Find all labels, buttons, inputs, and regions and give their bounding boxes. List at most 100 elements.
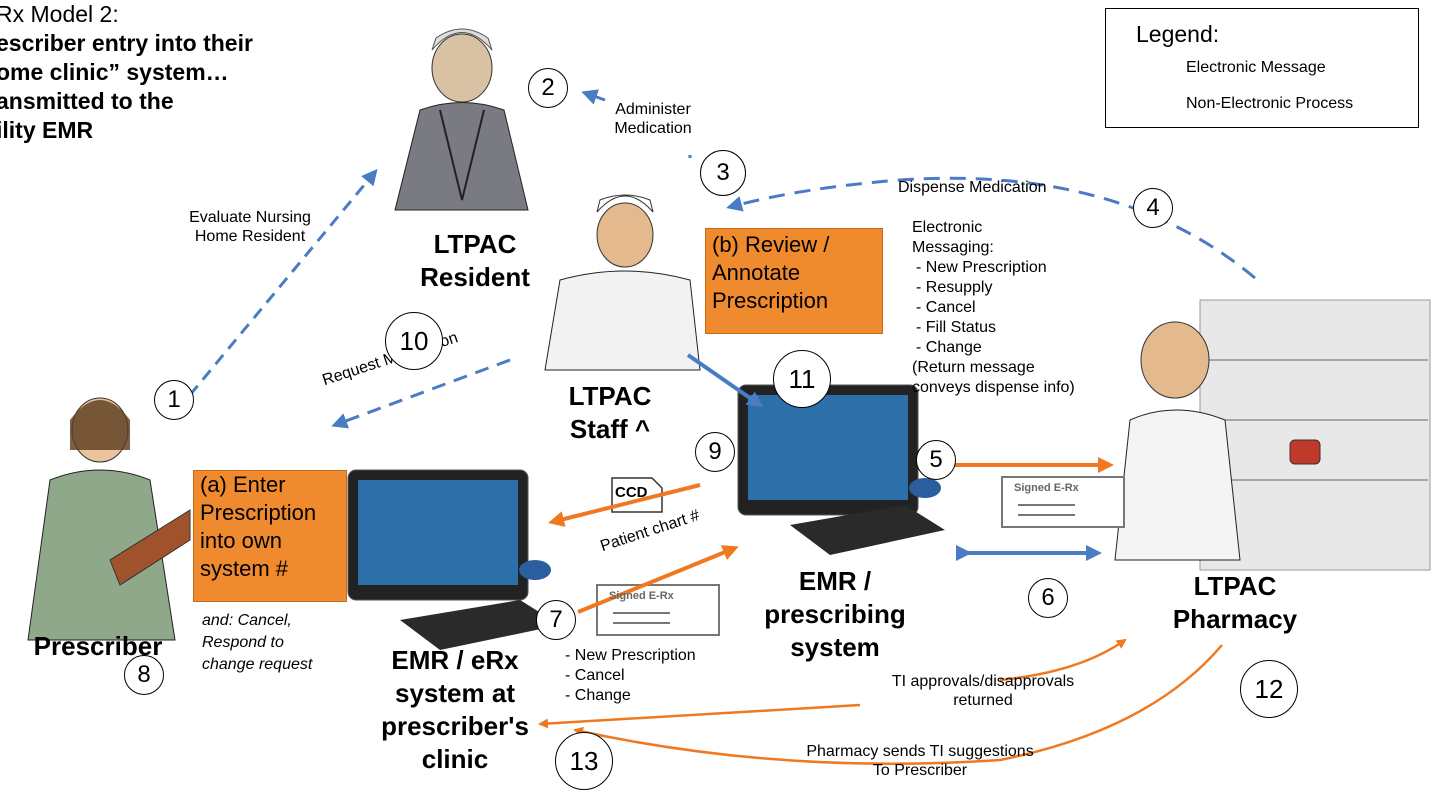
emr-clinic-line-4: clinic [421,744,489,774]
and-cancel-label: and: Cancel, Respond to change request [202,610,312,676]
review-annotate-box: (b) Review / Annotate Prescription [705,228,883,334]
resident-label: LTPAC Resident [400,228,550,294]
title-line-3: ome clinic” system… [0,59,229,85]
step-3-badge: 3 [700,150,746,196]
step-12-badge: 12 [1240,660,1298,718]
clinic-messages-list: - New Prescription - Cancel - Change [565,646,696,706]
legend-non-electronic-label: Non-Electronic Process [1186,95,1354,112]
step-11-badge: 11 [773,350,831,408]
step-2-badge: 2 [528,68,568,108]
messaging-line-6: - Fill Status [916,319,997,336]
ti-approvals-label: TI approvals/disapprovals returned [848,672,1118,710]
resident-figure [394,28,529,211]
dispense-label: Dispense Medication [898,179,1047,196]
title-line-1: Rx Model 2: [0,1,119,27]
clinic-message-line-2: - Cancel [565,667,625,684]
emr-prescribing-line-1: EMR / [798,566,872,596]
staff-figure [544,194,701,371]
messaging-line-2: Messaging: [912,239,994,256]
resident-label-text: LTPAC Resident [420,229,530,292]
ti-approvals-line-2: returned [953,692,1013,709]
arrow-ccd [548,483,701,527]
clinic-message-line-3: - Change [565,687,631,704]
signed-erx-label-2: Signed E-Rx [609,590,674,602]
step-7-badge: 7 [536,600,576,640]
step-13-badge: 13 [555,732,613,790]
legend-electronic-label: Electronic Message [1186,59,1326,76]
prescriber-figure [27,397,191,641]
enter-box-line-4: system # [200,556,289,581]
messaging-line-9: conveys dispense info) [912,379,1075,396]
review-box-line-2: Annotate [712,260,801,285]
arrow-request [331,358,511,429]
step-9-badge: 9 [695,432,735,472]
step-8-badge: 8 [124,655,164,695]
administer-label-line-1: Administer [615,101,691,118]
arrow-clinic-to-emr [577,545,739,614]
enter-box-line-1: (a) Enter [200,472,286,497]
clinic-message-line-1: - New Prescription [565,647,696,664]
arrow-dispense [726,176,1256,280]
staff-label: LTPAC Staff ^ [540,380,680,446]
pharmacy-sends-line-1: Pharmacy sends TI suggestions [806,743,1034,760]
emr-prescribing-label: EMR / prescribing system [740,565,930,664]
emr-clinic-label: EMR / eRx system at prescriber's clinic [355,644,555,776]
pharmacy-label-line-2: Pharmacy [1172,604,1298,634]
messaging-line-4: - Resupply [916,279,993,296]
emr-clinic-line-3: prescriber's [381,711,529,741]
title-line-4: ansmitted to the [0,88,174,114]
evaluate-label: Evaluate Nursing Home Resident [150,208,350,246]
pharmacy-sends-label: Pharmacy sends TI suggestions To Prescri… [770,742,1070,780]
step-1-badge: 1 [154,380,194,420]
arrow-evaluate [176,168,378,410]
pharmacist-figure [1114,299,1431,571]
enter-prescription-box: (a) Enter Prescription into own system # [193,470,347,602]
title-line-2: escriber entry into their [0,30,253,56]
emr-prescribing-line-3: system [790,632,880,662]
step-5-badge: 5 [916,440,956,480]
legend-heading: Legend: [1136,21,1220,47]
administer-label-line-2: Medication [614,120,692,137]
title-line-5: ility EMR [0,117,94,143]
enter-box-line-3: into own [200,528,282,553]
messaging-line-1: Electronic [912,219,983,236]
review-box-line-1: (b) Review / [712,232,830,257]
emr-prescribing-line-2: prescribing [764,599,906,629]
step-10-badge: 10 [385,312,443,370]
ccd-label: CCD [615,484,648,501]
emr-clinic-line-2: system at [395,678,515,708]
and-cancel-line-2: Respond to [202,634,284,651]
staff-label-line-1: LTPAC [568,381,652,411]
enter-box-line-2: Prescription [200,500,317,525]
step-4-badge: 4 [1133,188,1173,228]
arrow-administer [585,93,692,158]
diagram-title: Rx Model 2: escriber entry into their om… [0,0,253,145]
signed-erx-doc-1 [1001,476,1125,528]
pharmacy-label-line-1: LTPAC [1193,571,1277,601]
arrow-ti-approvals [538,703,861,729]
arrow-ti-approvals-up [999,638,1127,682]
signed-erx-label-1: Signed E-Rx [1014,482,1079,494]
electronic-messaging-list: Electronic Messaging: - New Prescription… [912,218,1075,398]
arrow-staff-to-emr [686,353,764,408]
legend: Legend: Electronic Message Non-Electroni… [1105,8,1419,128]
step-6-badge: 6 [1028,578,1068,618]
messaging-line-8: (Return message [912,359,1035,376]
signed-erx-doc-2 [596,584,720,636]
messaging-line-7: - Change [916,339,982,356]
pharmacy-sends-line-2: To Prescriber [872,762,968,779]
arrow-pharmacy-sends [573,644,1223,765]
and-cancel-line-3: change request [202,656,313,673]
staff-label-line-2: Staff ^ [569,414,651,444]
messaging-line-3: - New Prescription [916,259,1047,276]
messaging-line-5: - Cancel [916,299,976,316]
clinic-computer [347,469,560,650]
evaluate-label-line-2: Home Resident [194,228,306,245]
evaluate-label-line-1: Evaluate Nursing [189,209,311,226]
ti-approvals-line-1: TI approvals/disapprovals [891,673,1075,690]
review-box-line-3: Prescription [712,288,829,313]
pharmacy-label: LTPAC Pharmacy [1140,570,1330,636]
emr-clinic-line-1: EMR / eRx [391,645,519,675]
and-cancel-line-1: and: Cancel, [202,612,292,629]
